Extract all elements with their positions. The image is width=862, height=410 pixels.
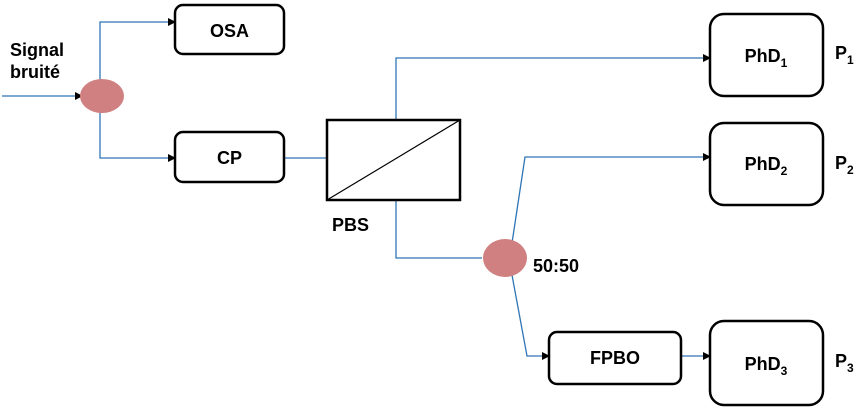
p3-label: P3 <box>835 351 854 375</box>
phd2-box <box>708 121 825 207</box>
osa-label: OSA <box>210 21 249 41</box>
p1-label: P1 <box>835 43 854 67</box>
input-label-line1: Signal <box>10 40 64 60</box>
phd3-label: PhD3 <box>745 354 788 378</box>
phd2-label: PhD2 <box>745 154 788 178</box>
wire-to-osa <box>99 18 176 80</box>
wire-coupler-to-fpbo <box>511 274 550 360</box>
input-coupler <box>80 79 124 113</box>
coupler-ratio-label: 50:50 <box>533 256 579 276</box>
phd3-box <box>708 319 825 407</box>
phd1-label: PhD1 <box>745 46 788 70</box>
wire-to-cp <box>99 112 176 162</box>
pbs-diagonal <box>326 119 461 201</box>
cp-box <box>173 130 286 184</box>
wire-pbs-to-phd1 <box>395 54 711 120</box>
p2-label: P2 <box>835 153 854 177</box>
wire-coupler-to-phd2 <box>511 153 711 244</box>
phd1-box <box>708 12 825 98</box>
fpbo-label: FPBO <box>590 348 640 368</box>
pbs-label: PBS <box>332 215 369 235</box>
fpbo-box <box>547 330 683 386</box>
splitter-coupler <box>483 239 527 277</box>
wire-pbs-to-coupler <box>395 200 482 259</box>
osa-box <box>173 3 286 56</box>
cp-label: CP <box>217 148 242 168</box>
input-label-line2: bruité <box>10 62 60 82</box>
